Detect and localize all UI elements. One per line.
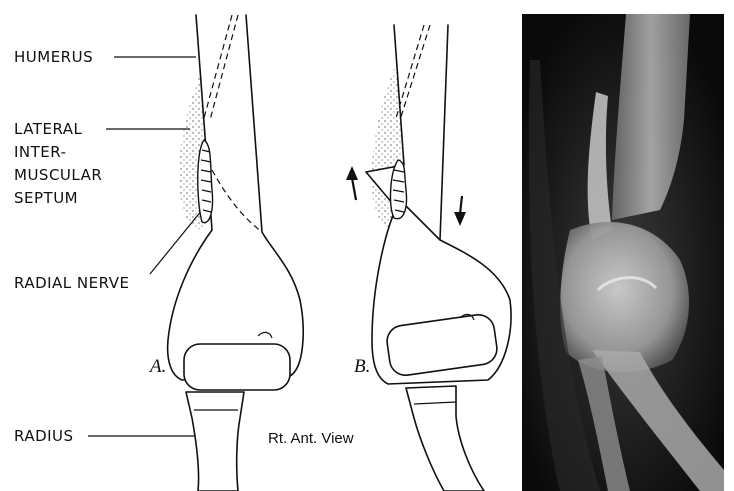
label-group: HUMERUS LATERAL INTER- MUSCULAR SEPTUM R… — [14, 48, 204, 445]
septum-label-line1: LATERAL — [14, 120, 83, 138]
xray-image — [522, 14, 724, 491]
septum-label-line3: MUSCULAR — [14, 166, 102, 184]
radial-nerve-label: RADIAL NERVE — [14, 274, 129, 292]
capitellum-a — [184, 344, 290, 390]
radius-label: RADIUS — [14, 427, 74, 445]
panel-b-label: B. — [354, 356, 370, 377]
radius-a — [186, 392, 244, 491]
radius-b — [406, 386, 484, 491]
panel-a-label: A. — [148, 356, 166, 377]
panel-a-drawing: A. — [148, 15, 303, 491]
panel-b-drawing: B. — [346, 25, 511, 491]
arrow-up-icon — [346, 166, 358, 200]
septum-label-line2: INTER- — [14, 143, 67, 161]
arrow-down-icon — [454, 196, 466, 226]
humerus-label: HUMERUS — [14, 48, 93, 66]
view-label: Rt. Ant. View — [268, 430, 354, 447]
septum-label-line4: SEPTUM — [14, 189, 78, 207]
